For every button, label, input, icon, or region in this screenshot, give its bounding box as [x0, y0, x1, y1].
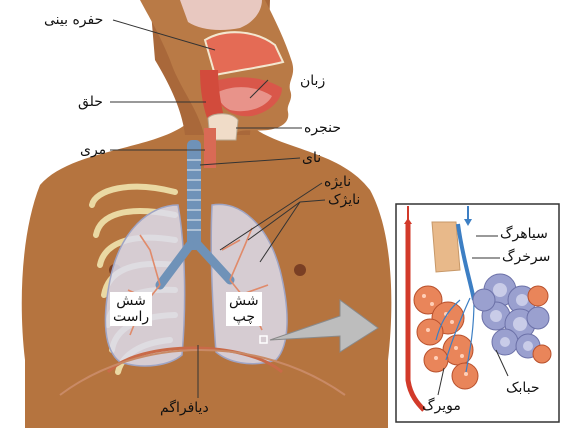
label-right-lung-line2: راست: [113, 309, 149, 325]
label-bronchus: نایژه: [324, 174, 351, 190]
label-alveolus: حبابک: [506, 380, 540, 396]
label-left-lung-line2: چپ: [229, 309, 259, 325]
label-diaphragm: دیافراگم: [160, 400, 209, 416]
label-larynx: حنجره: [304, 120, 341, 136]
label-left-lung-line1: شش: [229, 293, 259, 309]
label-vein: سیاهرگ: [500, 226, 548, 242]
label-trachea: نای: [302, 150, 321, 166]
nipple-left: [294, 264, 306, 276]
label-tongue: زبان: [300, 73, 325, 89]
label-artery: سرخرگ: [502, 249, 550, 265]
label-esophagus: مری: [80, 142, 106, 158]
label-right-lung-line1: شش: [113, 293, 149, 309]
terminal-bronchiole: [432, 222, 460, 272]
label-right-lung: شش راست: [110, 292, 152, 326]
label-nasal-cavity: حفره بینی: [44, 12, 103, 28]
label-pharynx: حلق: [78, 94, 103, 110]
trachea-shape: [187, 140, 201, 250]
torso: [22, 0, 392, 428]
esophagus-shape: [204, 128, 216, 168]
label-capillary: مویرگ: [422, 398, 461, 414]
label-left-lung: شش چپ: [226, 292, 262, 326]
label-bronchiole: نایژک: [328, 192, 360, 208]
